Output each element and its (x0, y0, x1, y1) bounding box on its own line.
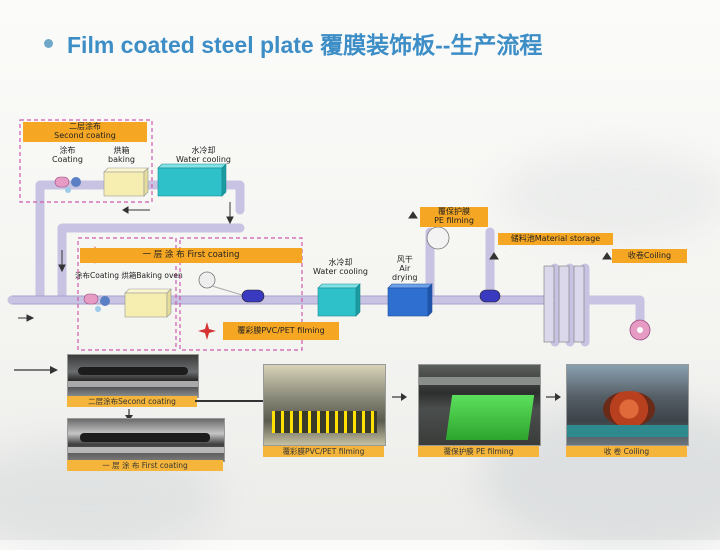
pe-filming-photo (418, 364, 541, 446)
coating-cn: 涂布 (59, 146, 76, 155)
coiler (629, 319, 651, 341)
air-drying-cn: 风干 (396, 255, 413, 264)
arrow-right-icon (546, 393, 561, 401)
pe-film-unit (426, 226, 501, 303)
bottom-oven (124, 288, 172, 318)
pvc-pet-photo (263, 364, 386, 446)
second-coating-box (19, 119, 153, 203)
water-cooling-label: 水冷却 Water cooling (313, 258, 368, 276)
page-title: Film coated steel plate 覆膜装饰板--生产流程 (67, 32, 543, 58)
coating-baking-oven-label: 涂布Coating 烘箱Baking oven (75, 271, 183, 280)
top-oven (103, 167, 149, 197)
top-coater (54, 176, 81, 193)
water-cooling-en: Water cooling (313, 267, 368, 276)
water-cooling-cn: 水冷却 (328, 258, 353, 267)
mid-water-cooler (317, 283, 361, 317)
coiling-caption: 收 卷 Coiling (566, 446, 687, 457)
title-row: Film coated steel plate 覆膜装饰板--生产流程 (44, 26, 542, 60)
second-coating-cn: 二层涂布 (69, 122, 101, 131)
material-storage-label: 储料池Material storage (498, 233, 613, 245)
pe-filming-cn: 覆保护膜 (438, 207, 470, 216)
baking-label: 烘箱 baking (108, 146, 135, 164)
pvc-pet-caption: 覆彩膜PVC/PET filming (263, 446, 384, 457)
first-coating-bar: 一 层 涂 布 First coating (80, 248, 302, 263)
coating-en: Coating (52, 155, 83, 164)
first-coating-filming-box (179, 237, 303, 351)
pe-filming-caption: 覆保护膜 PE filming (418, 446, 539, 457)
bottom-coater (83, 293, 110, 312)
water-cooling-top-en: Water cooling (176, 155, 231, 164)
second-coating-en: Second coating (54, 131, 116, 140)
bullet-icon (44, 38, 53, 48)
second-coating-caption: 二层涂布Second coating (67, 396, 197, 407)
film-roller (198, 271, 265, 303)
coating-label: 涂布 Coating (52, 146, 83, 164)
air-drying-label: 风干 Air drying (392, 255, 417, 282)
mist-bg (500, 150, 720, 240)
pe-filming-en: PE filming (434, 216, 474, 225)
coiling-label: 收卷Coiling (612, 249, 687, 263)
arrow-right-icon (392, 393, 407, 401)
air-dryer (387, 283, 433, 317)
first-coating-photo (67, 418, 225, 462)
top-water-cooler (157, 163, 227, 197)
air-drying-en1: Air (399, 264, 411, 273)
pe-filming-header: 覆保护膜 PE filming (420, 207, 488, 227)
baking-cn: 烘箱 (113, 146, 130, 155)
baking-en: baking (108, 155, 135, 164)
first-coating-caption: 一 层 涂 布 First coating (67, 460, 223, 471)
second-coating-photo (67, 354, 199, 398)
coiling-photo (566, 364, 689, 446)
first-coating-coating-box (77, 237, 177, 351)
arrow-right-icon (14, 366, 58, 374)
water-cooling-top-cn: 水冷却 (191, 146, 216, 155)
water-cooling-top-label: 水冷却 Water cooling (176, 146, 231, 164)
connector-line (195, 400, 265, 402)
pvc-pet-filming-label: 覆彩膜PVC/PET filming (223, 322, 339, 340)
second-coating-header: 二层涂布 Second coating (23, 122, 147, 142)
air-drying-en2: drying (392, 273, 418, 282)
material-storage (543, 265, 585, 343)
